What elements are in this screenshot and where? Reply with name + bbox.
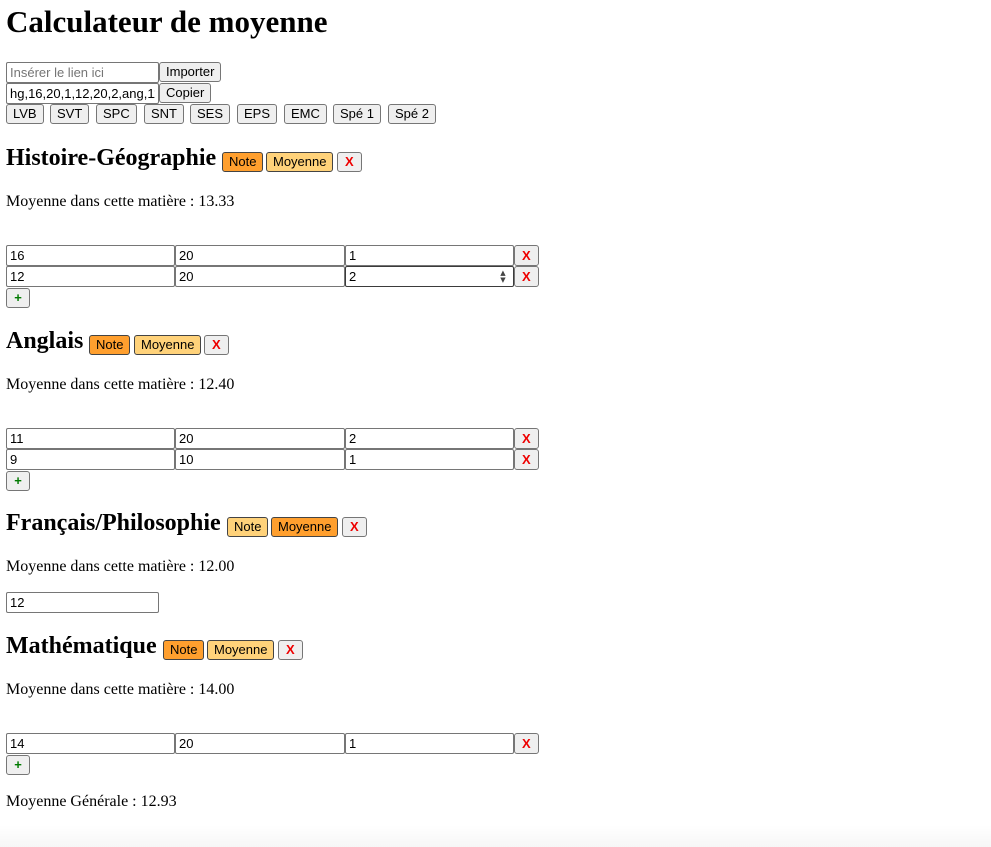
- add-subject-spc-button[interactable]: SPC: [96, 104, 137, 124]
- subject-average-text: Moyenne dans cette matière : 13.33: [6, 193, 235, 210]
- mode-average-button[interactable]: Moyenne: [134, 335, 202, 355]
- subject-title: Histoire-Géographie: [6, 145, 217, 171]
- grade-input[interactable]: [6, 245, 175, 266]
- subject-average-text: Moyenne dans cette matière : 12.00: [6, 558, 235, 575]
- remove-subject-button[interactable]: X: [204, 335, 229, 355]
- remove-grade-button[interactable]: X: [514, 266, 539, 287]
- out-of-input[interactable]: [175, 449, 345, 470]
- subject-title: Mathématique: [6, 633, 157, 659]
- remove-subject-button[interactable]: X: [278, 640, 303, 660]
- subject-average-input[interactable]: [6, 592, 159, 613]
- add-subject-svt-button[interactable]: SVT: [50, 104, 90, 124]
- subject-title: Anglais: [6, 328, 84, 354]
- grade-input[interactable]: [6, 428, 175, 449]
- page-title: Calculateur de moyenne: [6, 4, 328, 39]
- grade-input[interactable]: [6, 449, 175, 470]
- coefficient-input[interactable]: [345, 733, 514, 754]
- mode-note-button[interactable]: Note: [163, 640, 205, 660]
- coefficient-input[interactable]: [345, 428, 514, 449]
- remove-grade-button[interactable]: X: [514, 733, 539, 754]
- copy-button[interactable]: Copier: [159, 83, 212, 103]
- coefficient-input[interactable]: [345, 449, 514, 470]
- remove-grade-button[interactable]: X: [514, 245, 539, 266]
- mode-note-button[interactable]: Note: [222, 152, 264, 172]
- subject-average-text: Moyenne dans cette matière : 12.40: [6, 376, 235, 393]
- number-stepper-icon[interactable]: ▲▼: [500, 269, 506, 284]
- add-subject-lvb-button[interactable]: LVB: [6, 104, 44, 124]
- add-subject-ses-button[interactable]: SES: [190, 104, 231, 124]
- coefficient-input[interactable]: [345, 245, 514, 266]
- mode-average-button[interactable]: Moyenne: [266, 152, 334, 172]
- add-grade-button[interactable]: +: [6, 288, 30, 308]
- add-grade-button[interactable]: +: [6, 471, 30, 491]
- remove-grade-button[interactable]: X: [514, 449, 539, 470]
- coefficient-input[interactable]: [345, 266, 514, 287]
- add-subject-spe1-button[interactable]: Spé 1: [333, 104, 381, 124]
- add-subject-eps-button[interactable]: EPS: [237, 104, 278, 124]
- add-subject-snt-button[interactable]: SNT: [144, 104, 184, 124]
- grade-input[interactable]: [6, 733, 175, 754]
- import-link-input[interactable]: [6, 62, 159, 83]
- add-subject-spe2-button[interactable]: Spé 2: [388, 104, 436, 124]
- import-button[interactable]: Importer: [159, 62, 222, 82]
- general-average-text: Moyenne Générale : 12.93: [6, 793, 177, 810]
- subject-average-text: Moyenne dans cette matière : 14.00: [6, 681, 235, 698]
- out-of-input[interactable]: [175, 266, 345, 287]
- add-grade-button[interactable]: +: [6, 755, 30, 775]
- out-of-input[interactable]: [175, 428, 345, 449]
- grade-input[interactable]: [6, 266, 175, 287]
- subject-title: Français/Philosophie: [6, 510, 221, 536]
- remove-subject-button[interactable]: X: [337, 152, 362, 172]
- bottom-fade: [0, 825, 991, 847]
- mode-average-button[interactable]: Moyenne: [271, 517, 339, 537]
- remove-subject-button[interactable]: X: [342, 517, 367, 537]
- export-code-input[interactable]: [6, 83, 159, 104]
- out-of-input[interactable]: [175, 733, 345, 754]
- add-subject-emc-button[interactable]: EMC: [284, 104, 327, 124]
- mode-average-button[interactable]: Moyenne: [207, 640, 275, 660]
- remove-grade-button[interactable]: X: [514, 428, 539, 449]
- mode-note-button[interactable]: Note: [227, 517, 269, 537]
- out-of-input[interactable]: [175, 245, 345, 266]
- mode-note-button[interactable]: Note: [89, 335, 131, 355]
